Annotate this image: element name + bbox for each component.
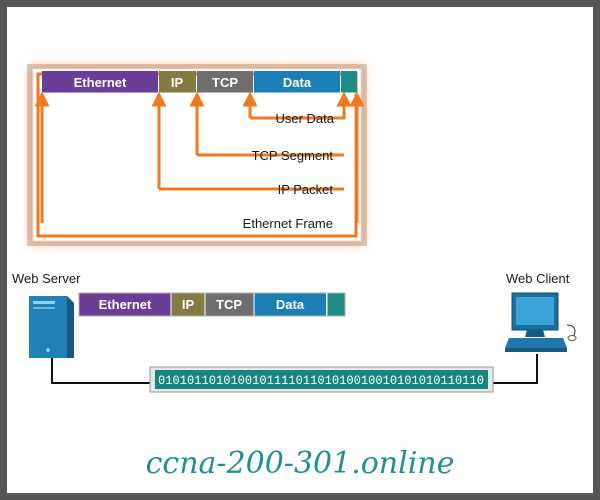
tcp-segment-label: TCP Segment [252, 148, 334, 163]
enc-header-ip [159, 71, 196, 93]
frame-ethernet [79, 293, 171, 316]
web-client: Web Client [505, 271, 577, 352]
frame-data-label: Data [276, 297, 305, 312]
web-server: Web Server [12, 271, 81, 358]
frame-bar: Ethernet IP TCP Data [78, 292, 346, 317]
enc-header-trailer [341, 71, 357, 93]
user-data-bracket-right [250, 91, 352, 120]
frame-tcp-label: TCP [216, 297, 242, 312]
encapsulation-panel: Ethernet IP TCP Data User Data TCP Segme… [27, 64, 367, 246]
frame-data [254, 293, 326, 316]
enc-header-data-label: Data [283, 75, 312, 90]
enc-header-ip-label: IP [171, 75, 184, 90]
bitstream: 0101011010100101111011010100100101010101… [149, 366, 494, 393]
cable-server-side [51, 358, 150, 384]
enc-header-data [254, 71, 340, 93]
user-data-label: User Data [275, 111, 334, 126]
web-server-label: Web Server [12, 271, 81, 286]
server-icon [29, 296, 74, 358]
ip-packet-label: IP Packet [278, 182, 334, 197]
frame-ip-label: IP [182, 297, 195, 312]
encapsulation-diagram: Ethernet IP TCP Data User Data TCP Segme… [12, 64, 577, 481]
diagram-frame: Ethernet IP TCP Data User Data TCP Segme… [7, 7, 593, 493]
frame-ip [171, 293, 205, 316]
enc-header-tcp [197, 71, 253, 93]
computer-icon [505, 292, 577, 352]
enc-header-ethernet-label: Ethernet [74, 75, 127, 90]
frame-ethernet-label: Ethernet [99, 297, 152, 312]
watermark-text: ccna-200-301.online [146, 446, 455, 481]
encapsulation-brackets [34, 91, 365, 223]
ethernet-frame-label: Ethernet Frame [243, 216, 333, 231]
enc-header-tcp-label: TCP [212, 75, 238, 90]
web-client-label: Web Client [506, 271, 570, 286]
cable-client-side [493, 354, 538, 384]
bitstream-box [155, 370, 488, 389]
bitstream-text: 0101011010100101111011010100100101010101… [158, 374, 484, 388]
enc-header-ethernet [42, 71, 158, 93]
frame-trailer [327, 293, 345, 316]
frame-tcp [205, 293, 254, 316]
